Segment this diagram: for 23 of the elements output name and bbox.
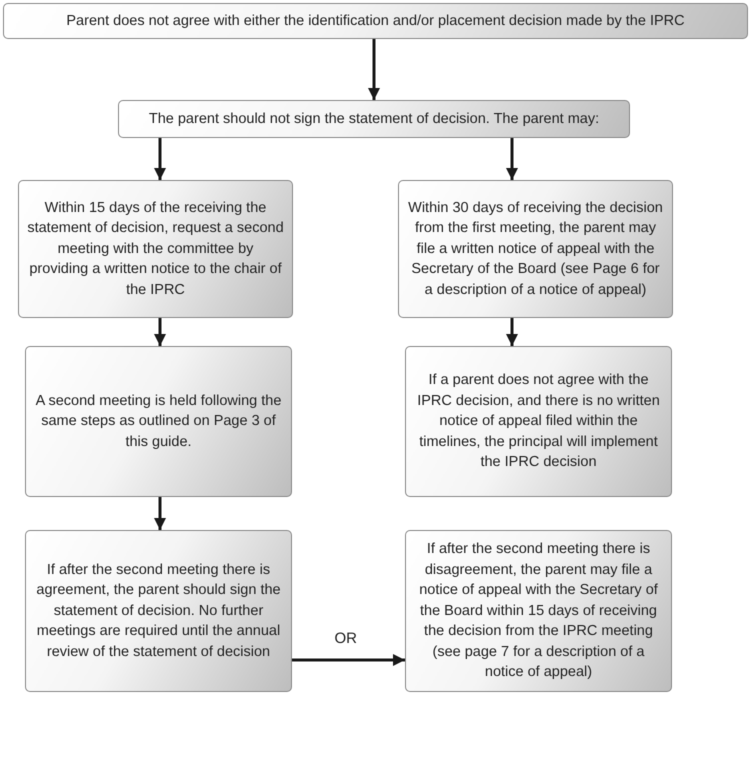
box-text: Within 15 days of the receiving the statement of decision, request a second meeting with the committee by providing a written notice to the chair of the IPRC — [27, 198, 284, 300]
box-text: A second meeting is held following the same steps as outlined on Page 3 of this guide. — [34, 392, 282, 452]
box-text: If after the second meeting there is disagreement, the parent may file a notice of appeal with the Secretary of the Board within 15 days of receiving the decision from the IPRC meeting (see page 7 for a description of a notice of appeal) — [418, 540, 659, 682]
process-box — [3, 3, 748, 39]
process-box — [118, 100, 630, 138]
arrow — [506, 138, 518, 180]
box-text: Parent does not agree with either the identification and/or placement decision made by the IPRC — [66, 12, 685, 31]
box-text: If after the second meeting there is agreement, the parent should sign the statement of decision. No further meetings are required until the annual review of the statement of decision — [35, 560, 282, 662]
process-box — [18, 180, 293, 318]
arrow — [154, 138, 166, 180]
arrow — [292, 654, 405, 666]
arrow — [154, 318, 166, 346]
arrow — [154, 497, 166, 530]
arrow — [368, 39, 380, 100]
box-text: If a parent does not agree with the IPRC decision, and there is no written notice of appeal filed within the timelines, the principal will implement the IPRC decision — [416, 371, 661, 472]
box-text: Within 30 days of receiving the decision from the first meeting, the parent may file a written notice of appeal with the Secretary of the Board (see Page 6 for a description of a notice of appeal) — [407, 198, 664, 300]
process-box — [405, 530, 672, 692]
process-box — [405, 346, 672, 497]
box-text: The parent should not sign the statement of decision. The parent may: — [148, 110, 600, 129]
process-box — [398, 180, 673, 318]
process-box — [25, 346, 292, 497]
process-box — [25, 530, 292, 692]
arrow — [506, 318, 518, 346]
